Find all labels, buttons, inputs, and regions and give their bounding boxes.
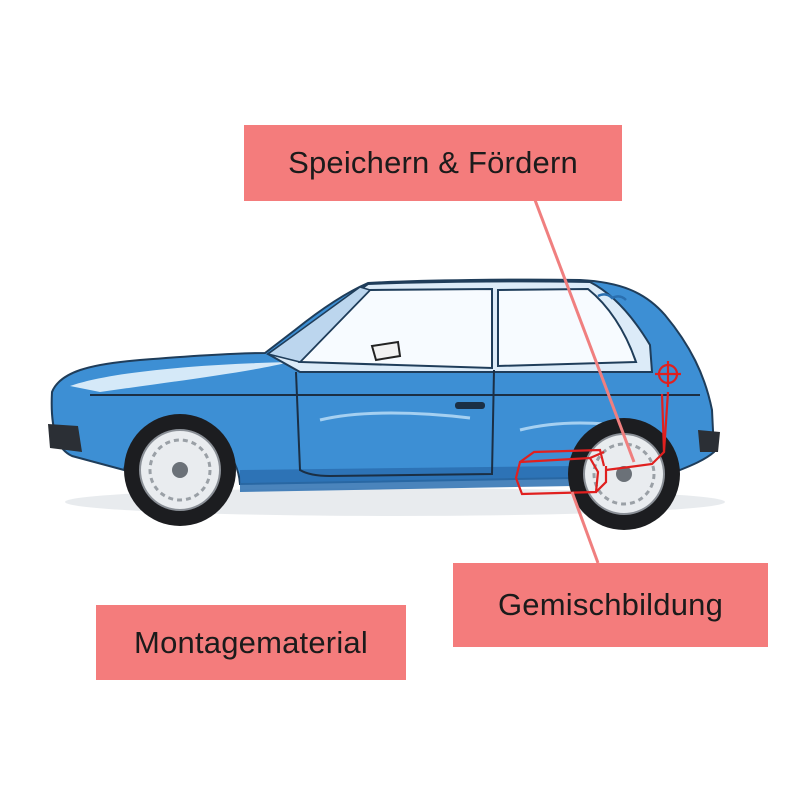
rear-window [497, 287, 638, 368]
front-bumper [48, 424, 82, 452]
fuel-system-outline [514, 361, 681, 496]
connector-line-gemisch [570, 491, 600, 564]
car-sill [240, 466, 574, 492]
label-speichern-und-foerdern[interactable]: Speichern & Fördern [244, 125, 622, 201]
door-handle [455, 402, 485, 409]
door-outline [295, 369, 495, 478]
label-gemischbildung[interactable]: Gemischbildung [453, 563, 768, 647]
car-illustration [48, 278, 720, 530]
front-wheel [124, 414, 236, 526]
windshield [266, 286, 372, 363]
hood-highlight [70, 362, 290, 392]
rear-wheel [568, 418, 680, 530]
side-mirror [370, 340, 402, 362]
body-reflection [319, 411, 471, 422]
label-montagematerial[interactable]: Montagematerial [96, 605, 406, 680]
connector-line-speichern [533, 199, 636, 463]
rear-bumper [698, 430, 720, 452]
c-pillar-mark [597, 293, 627, 301]
